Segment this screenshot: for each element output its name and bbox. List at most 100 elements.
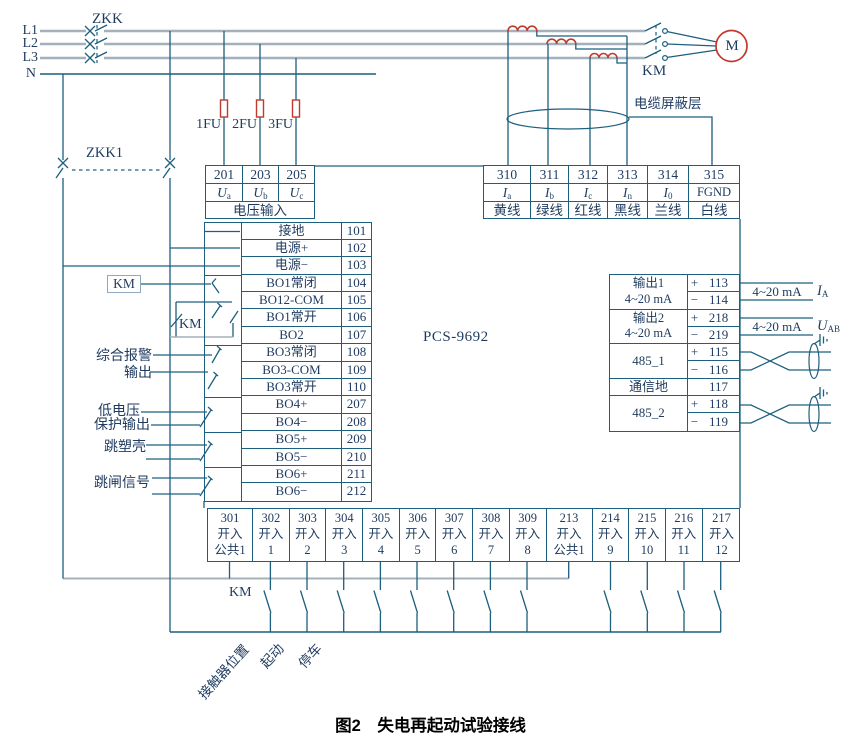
io-label: BO5− (242, 449, 341, 466)
signal-ub: Ub (243, 184, 279, 202)
io-num: 108 (341, 344, 371, 362)
terminal-314: 314 (648, 166, 689, 184)
terminal-310: 310 (484, 166, 531, 184)
rs485-2-group: 485_2 (632, 405, 665, 421)
io-label: BO5+ (242, 431, 341, 449)
io-num: 101 (341, 222, 371, 240)
motor-label: M (725, 38, 739, 54)
terminal-312: 312 (569, 166, 608, 184)
fuse-icons (219, 99, 301, 118)
cable-shield-label: 电缆屏蔽层 (634, 96, 702, 111)
km-aux-label: KM (179, 317, 202, 332)
rs485-1-group: 485_1 (610, 344, 687, 379)
pin-219: −219 (688, 327, 739, 345)
io-group-line (205, 274, 242, 276)
io-num: 211 (341, 465, 371, 484)
io-num: 106 (341, 309, 371, 327)
signal-ib: Ib (531, 184, 569, 202)
linkage-dashes (72, 25, 657, 171)
terminal-313: 313 (608, 166, 648, 184)
pin-114: −114 (688, 292, 739, 310)
line-label-l2: L2 (22, 36, 38, 51)
io-label: BO2 (242, 327, 341, 345)
bottom-input-switches (170, 562, 722, 633)
output-pins-column: +113 −114 +218 −219 +115 −116 117 +118 −… (688, 275, 739, 431)
io-group-line (205, 431, 242, 433)
io-num: 208 (341, 413, 371, 432)
output1-range-label: 4~20 mA (752, 284, 802, 299)
io-left-column (205, 222, 242, 501)
wire-color-red: 红线 (569, 202, 608, 219)
figure-caption: 图2 失电再起动试验接线 (335, 717, 526, 735)
terminal-201: 201 (206, 166, 243, 184)
io-label: BO3常开 (242, 379, 341, 397)
signal-ia: Ia (484, 184, 531, 202)
zkk1-breaker-icon (55, 157, 176, 179)
alarm-output-label-1: 综合报警 (96, 349, 152, 364)
motor-circle-icon (715, 29, 748, 63)
line-label-n: N (25, 66, 36, 81)
io-group-line (205, 396, 242, 398)
io-label: 电源− (242, 257, 341, 275)
wire-color-green: 绿线 (531, 202, 569, 219)
wire-color-yellow: 黄线 (484, 202, 531, 219)
io-group-line (205, 466, 242, 468)
wire-color-blue: 兰线 (648, 202, 689, 219)
io-label: 电源+ (242, 240, 341, 258)
io-num: 212 (341, 483, 371, 501)
io-num: 103 (341, 257, 371, 275)
pin-118: +118 (688, 396, 739, 414)
terminal-311: 311 (531, 166, 569, 184)
signal-uc: Uc (279, 184, 314, 202)
io-label: BO4− (242, 414, 341, 432)
io-num: 104 (341, 274, 371, 293)
io-num: 102 (341, 239, 371, 258)
zkk1-label: ZKK1 (86, 145, 124, 161)
wire-color-black: 黑线 (608, 202, 648, 219)
low-voltage-label-2: 保护输出 (94, 418, 150, 433)
current-terminal-table: 310 311 312 313 314 315 Ia Ib Ic In I0 F… (483, 165, 740, 219)
terminal-315: 315 (689, 166, 739, 184)
dark-wires (55, 22, 831, 632)
alarm-output-label-2: 输出 (124, 366, 152, 381)
pin-117: 117 (688, 379, 739, 397)
io-label: 接地 (242, 223, 341, 240)
io-label: BO1常闭 (242, 275, 341, 293)
output1-signal-label: IA (817, 283, 829, 299)
fuse3-label: 3FU (268, 117, 293, 132)
trip-signal-label: 跳闸信号 (94, 476, 150, 491)
line-label-l3: L3 (22, 50, 38, 65)
io-num: 107 (341, 326, 371, 345)
io-num: 109 (341, 361, 371, 380)
km-contactor-icon (644, 22, 662, 59)
low-voltage-label-1: 低电压 (98, 404, 140, 419)
io-label: BO3-COM (242, 362, 341, 380)
io-num: 105 (341, 292, 371, 310)
output2-range-label: 4~20 mA (752, 319, 802, 334)
ground-icon (813, 334, 828, 399)
signal-ic: Ic (569, 184, 608, 202)
ct-coil-icons (507, 25, 618, 59)
device-name-label: PCS-9692 (423, 329, 489, 345)
signal-i0: I0 (648, 184, 689, 202)
io-label: BO6− (275, 483, 308, 499)
io-num: 207 (341, 396, 371, 414)
io-label: BO4+ (242, 396, 341, 414)
io-num: 209 (341, 431, 371, 449)
